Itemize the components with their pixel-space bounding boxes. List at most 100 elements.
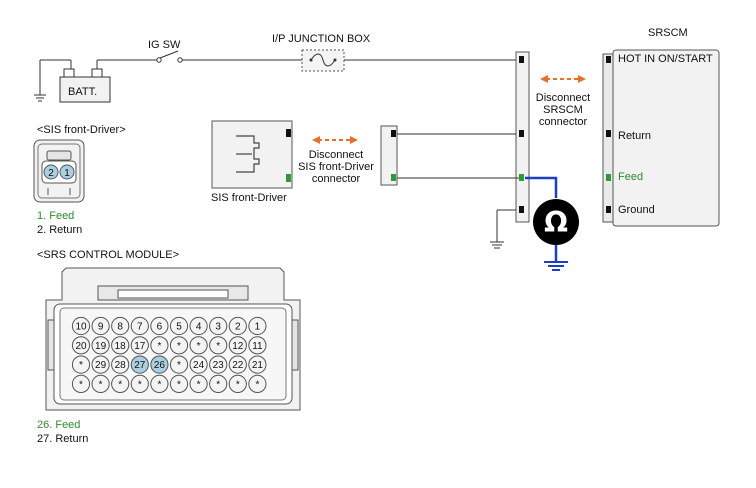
srs-pin (150, 374, 169, 393)
srs-pin (150, 336, 169, 355)
srs-pin (169, 336, 189, 355)
sis-front-driver-label: SIS front-Driver (211, 192, 287, 204)
srs-pin (130, 374, 149, 393)
srs-pin-label: 6 (157, 322, 163, 333)
srscm-hot-label: HOT IN ON/START (618, 53, 713, 65)
srs-pin (150, 355, 169, 374)
srs-pin (189, 374, 208, 393)
ip-junction-box-label: I/P JUNCTION BOX (272, 33, 371, 45)
srs-pin-label: 17 (134, 341, 146, 352)
ohmmeter-measurement (525, 176, 579, 271)
srs-pin (130, 355, 149, 374)
ig-switch-label: IG SW (148, 39, 181, 51)
srs-pin (91, 374, 110, 393)
srscm-return-label: Return (618, 130, 651, 142)
sis-harness-connector (380, 125, 519, 186)
srscm-harness-connector (515, 51, 530, 223)
srs-pin-label: * (255, 379, 259, 390)
srs-pin (209, 374, 228, 393)
disconnect-srscm-text-2: SRSCM (543, 104, 583, 116)
srs-pin-label: * (177, 379, 181, 390)
srs-pin-label: * (177, 341, 181, 352)
srs-pin-label: 12 (232, 341, 244, 352)
srs-pin-label: * (79, 379, 83, 390)
srs-pin-label: 20 (75, 341, 87, 352)
srs-pin-label: 22 (232, 360, 244, 371)
srs-pin-label: * (197, 341, 201, 352)
srs-pin (71, 316, 91, 336)
srs-pin (91, 355, 110, 374)
ig-switch-contact (156, 57, 162, 63)
srs-pin (130, 316, 149, 336)
battery-label: BATT. (68, 86, 97, 98)
srs-pin-26-desc: 26. Feed (37, 419, 80, 431)
srs-pin-label: 2 (235, 322, 241, 333)
srscm-title: SRSCM (648, 27, 688, 39)
disconnect-sis-text-1: Disconnect (309, 149, 363, 161)
srs-pin (150, 316, 169, 336)
sis-pin-2-label: 2 (48, 168, 54, 179)
srs-pin (169, 316, 189, 336)
battery-symbol (59, 76, 111, 103)
srs-pin (91, 316, 110, 336)
disconnect-srscm-text-3: connector (539, 116, 588, 128)
srs-pin-label: * (177, 360, 181, 371)
srs-pin (228, 374, 247, 393)
sis-pin-1 (59, 164, 75, 180)
srs-pin-label: * (216, 341, 220, 352)
srs-pin (169, 355, 189, 374)
srs-pin (248, 336, 267, 355)
srs-pin-label: * (197, 379, 201, 390)
srs-pin-label: 19 (95, 341, 107, 352)
sis-pin-1-desc: 1. Feed (37, 210, 74, 222)
sis-pin-2 (43, 164, 59, 180)
srs-pin-label: 24 (193, 360, 205, 371)
srs-pin-label: 21 (252, 360, 264, 371)
srs-pin-label: 8 (117, 322, 123, 333)
srs-pin (111, 355, 130, 374)
srs-pin-label: * (157, 341, 161, 352)
disconnect-srscm-arrow (540, 75, 586, 83)
srs-pin-label: * (236, 379, 240, 390)
ground-wire (490, 209, 516, 249)
srscm-module (602, 49, 720, 227)
srs-pin (209, 336, 228, 355)
srs-pin (248, 316, 267, 336)
sis-pin-2-desc: 2. Return (37, 224, 82, 236)
sis-connector-section-title: <SIS front-Driver> (37, 124, 126, 136)
srs-pin-label: 5 (176, 322, 182, 333)
sis-connector-face (33, 139, 85, 203)
srs-pin (248, 374, 267, 393)
srs-pin-label: 9 (98, 322, 104, 333)
srs-pin-label: * (99, 379, 103, 390)
srs-pin-label: 11 (252, 341, 263, 352)
srs-pin-label: 18 (115, 341, 127, 352)
srs-pin (71, 355, 91, 374)
srs-pin-label: * (157, 379, 161, 390)
srs-pin (209, 355, 228, 374)
srs-pin-label: 29 (95, 360, 107, 371)
ig-switch-contact (177, 57, 183, 63)
srs-pin-label: 26 (154, 360, 166, 371)
fuse-symbol (310, 53, 336, 67)
srs-pin (111, 316, 130, 336)
srs-pin-label: 28 (115, 360, 127, 371)
srs-connector-section-title: <SRS CONTROL MODULE> (37, 249, 179, 261)
ig-switch-blade (159, 50, 179, 59)
srs-pin-label: * (79, 360, 83, 371)
sis-front-driver-component (211, 120, 293, 189)
srs-pin (228, 316, 247, 336)
srs-pin (71, 374, 91, 393)
srs-pin (228, 355, 247, 374)
sis-pin-1-label: 1 (64, 168, 70, 179)
srs-pin (248, 355, 267, 374)
srs-pin (91, 336, 110, 355)
srs-pin-label: 27 (134, 360, 146, 371)
srs-pin (228, 336, 247, 355)
srs-pin (169, 374, 189, 393)
battery-terminal-negative (63, 68, 75, 78)
srs-pin-label: 3 (215, 322, 221, 333)
disconnect-sis-arrow (312, 136, 358, 144)
